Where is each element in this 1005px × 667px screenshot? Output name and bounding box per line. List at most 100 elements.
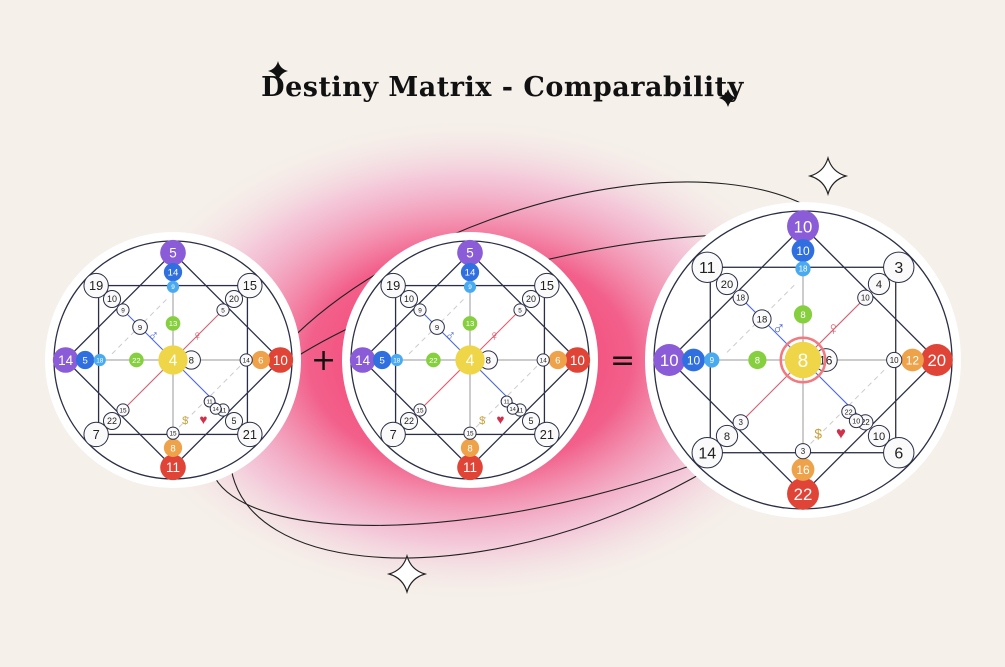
- node-circle: [76, 350, 95, 370]
- node-circle: [251, 350, 270, 370]
- node-value: 4: [876, 279, 882, 291]
- equals-operator: =: [610, 343, 636, 378]
- node-circle: [160, 239, 186, 266]
- node-circle: [715, 272, 739, 296]
- node-circle: [536, 353, 550, 367]
- node-circle: [399, 411, 419, 431]
- node-value: 5: [466, 246, 473, 261]
- node-circle: [784, 341, 822, 379]
- node-bl2: 8: [715, 424, 739, 448]
- node-value: 6: [258, 355, 263, 366]
- sparkle-icon: [807, 155, 849, 197]
- node-left2: 5: [76, 350, 95, 370]
- node-tr3: 5: [216, 303, 230, 317]
- node-center: 8: [779, 336, 827, 384]
- node-tl3: 9: [413, 303, 427, 317]
- node-value: 13: [169, 319, 178, 328]
- node-left2: 5: [373, 350, 392, 370]
- node-circle: [883, 437, 915, 469]
- node-line2: 14: [209, 402, 222, 415]
- node-value: 8: [467, 443, 472, 454]
- node-value: 5: [518, 307, 522, 314]
- node-left3: 18: [93, 353, 106, 367]
- node-value: 15: [540, 278, 554, 293]
- node-circle: [883, 251, 915, 283]
- node-bl2: 22: [399, 411, 419, 431]
- node-value: 14: [465, 268, 476, 279]
- node-value: 20: [229, 294, 239, 304]
- node-value: 13: [466, 319, 475, 328]
- node-value: 11: [699, 260, 716, 277]
- node-right3: 10: [886, 351, 903, 369]
- node-circle: [158, 345, 188, 375]
- node-bottom3: 15: [166, 426, 180, 440]
- node-value: 11: [207, 400, 213, 406]
- node-circle: [373, 350, 392, 370]
- node-bl3: 15: [413, 403, 427, 417]
- node-center: 4: [455, 345, 485, 375]
- node-circle: [160, 454, 186, 481]
- node-value: 15: [416, 407, 424, 414]
- node-bottom2: 8: [460, 438, 480, 457]
- node-tr2: 4: [867, 272, 891, 296]
- node-bottom3: 3: [794, 443, 812, 460]
- heart-icon: ♥: [836, 423, 846, 442]
- node-circle: [413, 403, 427, 417]
- node-circle: [216, 303, 230, 317]
- node-value: 5: [169, 246, 176, 261]
- node-circle: [463, 426, 477, 440]
- node-value: 8: [486, 355, 491, 366]
- node-top2: 14: [163, 263, 183, 282]
- node-circle: [93, 353, 106, 367]
- sparkle-icon: [386, 553, 428, 595]
- node-circle: [399, 289, 419, 309]
- node-value: 9: [710, 356, 715, 365]
- node-value: 10: [273, 353, 288, 368]
- node-circle: [426, 352, 441, 368]
- node-value: 11: [463, 460, 477, 475]
- node-value: 22: [845, 408, 853, 416]
- node-circle: [237, 272, 263, 299]
- node-bl3: 3: [732, 414, 749, 431]
- node-top4: 13: [165, 316, 181, 331]
- node-value: 15: [119, 407, 127, 414]
- node-br: 21: [237, 421, 263, 448]
- node-top: 5: [457, 239, 483, 266]
- node-value: 20: [927, 351, 946, 370]
- node-circle: [429, 319, 445, 335]
- node-tl3: 18: [732, 289, 749, 306]
- node-male: 18: [752, 309, 772, 329]
- node-circle: [653, 344, 686, 376]
- node-value: 3: [894, 260, 903, 277]
- highlight-ring: [779, 336, 827, 384]
- node-circle: [704, 352, 720, 368]
- node-circle: [682, 348, 705, 372]
- node-bl: 7: [83, 421, 109, 448]
- node-left3: 9: [704, 352, 720, 368]
- node-br2: 5: [521, 411, 541, 431]
- node-tr3: 10: [857, 289, 874, 306]
- node-circle: [867, 424, 891, 448]
- node-value: 21: [540, 427, 554, 442]
- node-left2: 10: [682, 348, 705, 372]
- node-line2: 10: [848, 413, 864, 429]
- node-circle: [129, 352, 144, 368]
- node-circle: [506, 402, 519, 415]
- node-value: 14: [58, 353, 73, 368]
- heart-icon: ♥: [200, 412, 208, 427]
- node-value: 21: [243, 427, 257, 442]
- node-top2: 14: [460, 263, 480, 282]
- node-value: 18: [757, 314, 768, 325]
- node-value: 8: [724, 431, 730, 443]
- node-value: 10: [687, 353, 701, 367]
- node-circle: [102, 411, 122, 431]
- node-value: 8: [798, 351, 809, 372]
- node-value: 6: [555, 355, 560, 366]
- node-value: 11: [504, 400, 510, 406]
- node-circle: [460, 438, 480, 457]
- node-bottom: 11: [457, 454, 483, 481]
- node-circle: [534, 272, 560, 299]
- node-value: 10: [873, 431, 885, 443]
- node-br: 21: [534, 421, 560, 448]
